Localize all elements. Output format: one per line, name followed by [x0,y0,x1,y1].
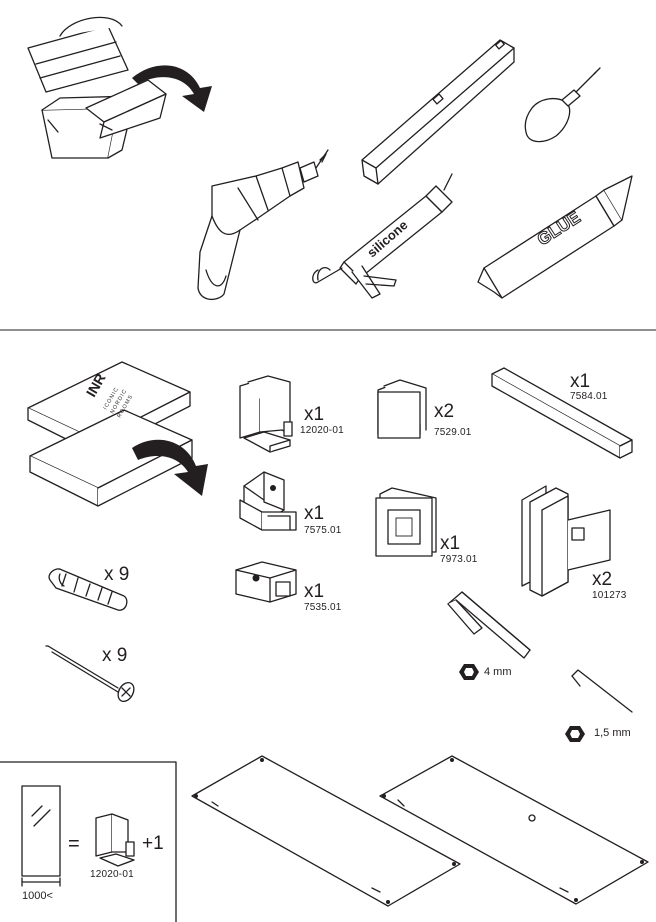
hex-key-large-icon [447,591,531,659]
part-7973-qty: x1 [440,533,461,554]
screw-qty: x 9 [102,645,128,666]
screwdriver-icon [524,67,601,143]
note-part-code: 12020-01 [90,869,134,880]
part-7535-qty: x1 [304,581,325,602]
part-7529-qty: x2 [434,401,455,422]
silicone-gun-icon [312,173,453,299]
glass-clamp-small-icon [95,813,135,867]
part-7584-code: 7584.01 [570,391,608,402]
wall-plug-qty: x 9 [104,564,130,585]
hex-key-4mm-label: 4 mm [484,666,512,678]
part-7575-qty: x1 [304,503,325,524]
spirit-level-icon [361,39,515,185]
part-101273-code: 101273 [592,590,627,601]
rod-bar-icon [491,367,633,459]
wall-plug-icon [48,568,128,611]
toolbox-icon [27,16,167,159]
part-7584-qty: x1 [570,371,591,392]
hex-key-1-5mm-label: 1,5 mm [594,727,631,739]
glass-panel-icon [21,785,61,887]
hex-key-small-icon [571,669,633,713]
part-7529-code: 7529.01 [434,427,472,438]
screw-icon [45,645,135,702]
part-7973-code: 7973.01 [440,554,478,565]
note-dimension: 1000< [22,890,53,902]
part-12020-qty: x1 [304,404,325,425]
square-plates-icon [377,379,427,439]
glass-clamp-icon [239,375,293,453]
glass-shelf-left [191,755,461,907]
glue-tube-icon [477,175,633,299]
glass-shelf-right [379,755,649,905]
part-7535-code: 7535.01 [304,602,342,613]
part-7575-code: 7575.01 [304,525,342,536]
part-101273-qty: x2 [592,569,613,590]
part-12020-code: 12020-01 [300,425,344,436]
curved-arrow-icon [132,439,208,496]
note-equals: = [68,833,80,855]
small-connector-icon [235,561,297,603]
square-frame-icon [375,487,437,557]
note-frame [0,761,177,922]
curved-arrow-icon [132,65,212,112]
package-box-icon [27,361,193,507]
drill-icon [197,149,329,300]
note-plus-one: +1 [142,833,164,854]
hinge-icon [521,485,611,597]
wall-connector-icon [239,471,297,531]
